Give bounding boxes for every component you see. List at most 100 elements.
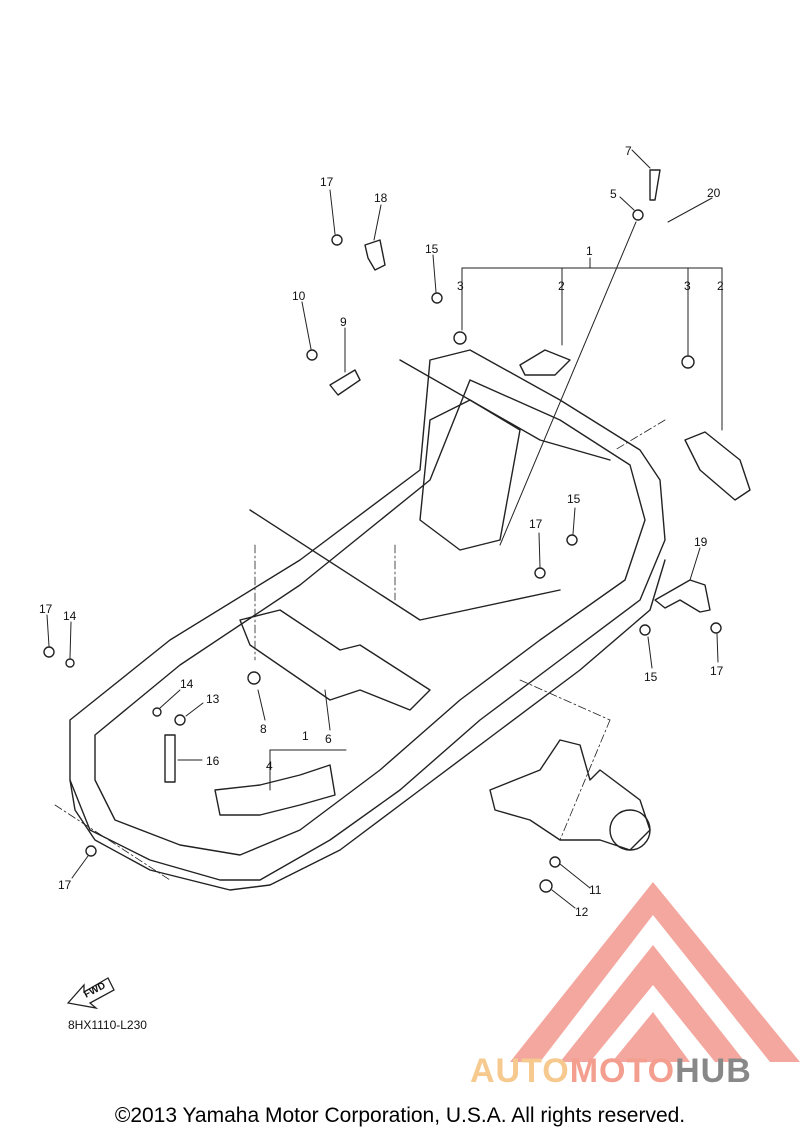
leader-5 xyxy=(619,196,635,211)
motor-unit-part-1 xyxy=(489,739,651,851)
frame-outline xyxy=(69,349,666,881)
leader-20 xyxy=(667,197,713,223)
cap-part-3-left xyxy=(453,331,467,345)
callout-15-top: 15 xyxy=(425,242,439,256)
bolt-part-7 xyxy=(649,169,661,201)
callout-17-mid: 17 xyxy=(529,517,543,531)
callout-16: 16 xyxy=(206,754,220,768)
leader-10 xyxy=(301,301,312,350)
leader-7 xyxy=(631,149,651,169)
washer-part-14-left xyxy=(65,658,75,668)
copyright-notice: ©2013 Yamaha Motor Corporation, U.S.A. A… xyxy=(114,1104,686,1127)
leader-17e xyxy=(71,855,89,879)
nut-part-12 xyxy=(539,879,553,893)
leader-17d xyxy=(46,614,50,647)
leader-15b xyxy=(572,507,576,535)
cover-part-2 xyxy=(684,431,751,501)
leader-17b xyxy=(538,532,541,568)
leader-17a xyxy=(329,189,336,235)
callout-17-bottom: 17 xyxy=(58,878,72,892)
bolt-part-15-top xyxy=(431,292,443,304)
callout-14-mid: 14 xyxy=(180,677,194,691)
leader-12 xyxy=(551,889,576,909)
callout-19: 19 xyxy=(694,535,708,549)
tunnel xyxy=(419,399,521,551)
callout-6: 6 xyxy=(325,732,332,746)
nut-part-17-top xyxy=(331,234,343,246)
callout-15-right: 15 xyxy=(644,670,658,684)
assembly-line-d xyxy=(559,719,611,841)
motor-end xyxy=(609,809,651,851)
callout-12: 12 xyxy=(575,905,589,919)
assembly-line-f xyxy=(614,419,666,451)
nut-part-17-left xyxy=(43,646,55,658)
bolt-part-15-right xyxy=(639,624,651,636)
leader-long-7 xyxy=(499,221,637,546)
fwd-arrow-icon: FWD xyxy=(66,977,115,1010)
callout-3-right: 3 xyxy=(684,279,691,293)
callout-13: 13 xyxy=(206,692,220,706)
callout-15-mid: 15 xyxy=(567,492,581,506)
leader-15c xyxy=(647,636,653,669)
callout-2-left: 2 xyxy=(558,279,565,293)
plate-part-9 xyxy=(329,369,361,396)
bolt-part-13 xyxy=(174,714,186,726)
leader-6 xyxy=(324,689,331,731)
callout-3-left: 3 xyxy=(457,279,464,293)
leader-14b xyxy=(159,689,181,709)
bracket-part-2-top xyxy=(519,349,571,376)
clip-part-18 xyxy=(364,239,386,271)
callout-20: 20 xyxy=(707,186,721,200)
leader-14a xyxy=(69,621,72,659)
bracket-part-6 xyxy=(239,609,431,711)
leader-11 xyxy=(559,863,591,889)
callout-9: 9 xyxy=(340,315,347,329)
bolt-part-8 xyxy=(247,671,261,685)
leader-15a xyxy=(432,254,437,293)
callout-8: 8 xyxy=(260,722,267,736)
nut-part-5 xyxy=(632,209,644,221)
callout-5: 5 xyxy=(610,187,617,201)
callout-17-top: 17 xyxy=(320,175,334,189)
stopper-part-16 xyxy=(164,734,176,783)
watermark-moto: MOTO xyxy=(569,1052,676,1090)
leader-17c xyxy=(716,633,719,663)
cross-member-rear xyxy=(399,359,611,461)
heat-shield-part-4 xyxy=(214,764,336,816)
callout-17-right: 17 xyxy=(710,664,724,678)
nut-part-17-bottom xyxy=(85,845,97,857)
leader-19 xyxy=(689,547,701,581)
callout-1-bottom: 1 xyxy=(302,729,309,743)
clip-part-19 xyxy=(654,579,711,613)
nut-part-17-mid xyxy=(534,567,546,579)
callout-17-left: 17 xyxy=(39,602,53,616)
watermark-text: AUTOMOTOHUB xyxy=(470,1052,752,1091)
cross-member-front xyxy=(249,509,561,621)
frame-inner-outline xyxy=(94,379,646,856)
leader-18 xyxy=(373,204,382,241)
callout-4: 4 xyxy=(266,759,273,773)
callout-7: 7 xyxy=(625,144,632,158)
frame-side-rail xyxy=(69,559,666,891)
washer-part-14-mid xyxy=(152,707,162,717)
cap-part-3-right xyxy=(681,355,695,369)
leader-13 xyxy=(185,702,204,717)
callout-14-left: 14 xyxy=(63,609,77,623)
watermark-auto: AUTO xyxy=(470,1052,570,1090)
assembly-line-e xyxy=(54,804,171,881)
callout-2-right: 2 xyxy=(717,279,724,293)
fwd-label: FWD xyxy=(82,980,107,1000)
washer-part-11 xyxy=(549,856,561,868)
watermark-hub: HUB xyxy=(675,1052,752,1090)
bolt-part-15-mid xyxy=(566,534,578,546)
assembly-line-c xyxy=(519,679,611,721)
automotohub-logo-icon xyxy=(510,882,800,1062)
diagram-code: 8HX1110-L230 xyxy=(68,1018,147,1032)
callout-18: 18 xyxy=(374,191,388,205)
nut-part-17-right xyxy=(710,622,722,634)
callout-1-top: 1 xyxy=(586,244,593,258)
callout-11: 11 xyxy=(589,883,602,897)
callout-10: 10 xyxy=(292,289,306,303)
leader-8 xyxy=(257,689,266,721)
